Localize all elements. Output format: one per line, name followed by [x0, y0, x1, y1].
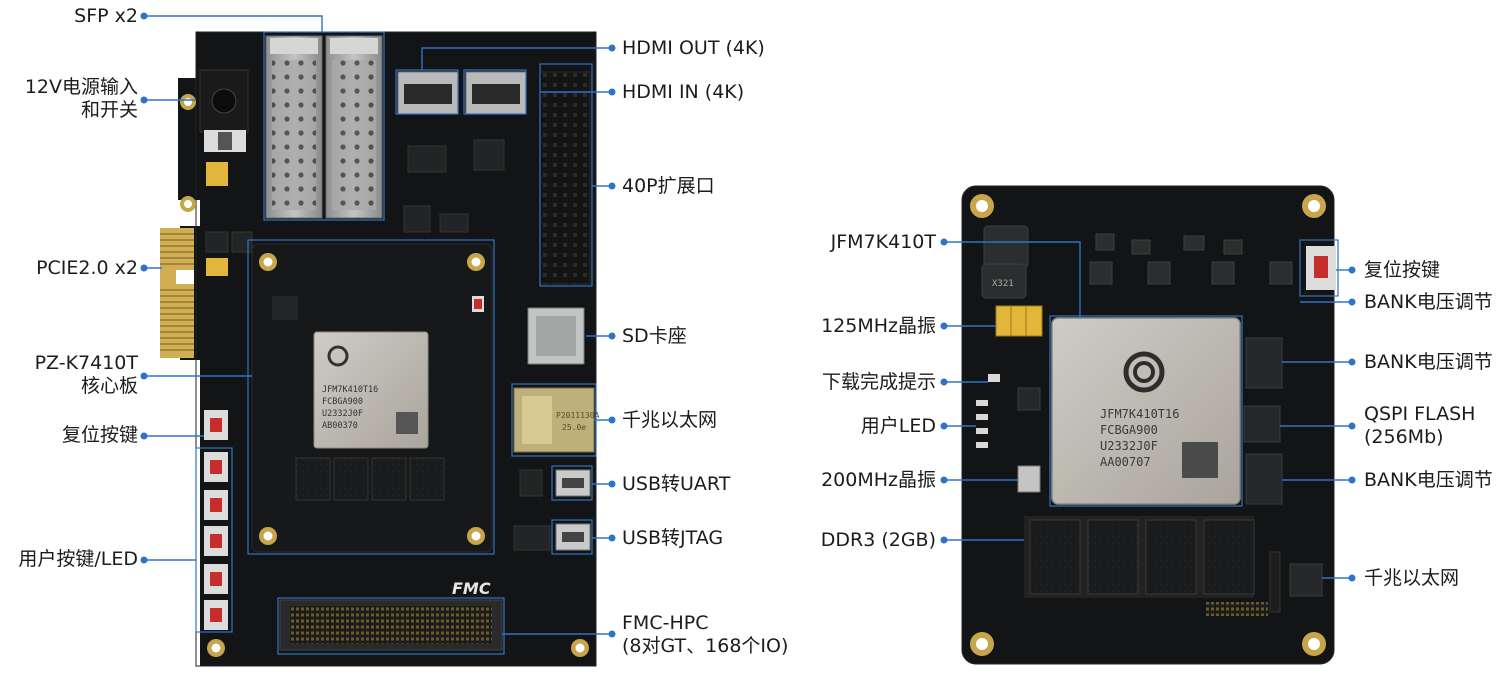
mini-chip-line2: FCBGA900 — [322, 397, 363, 407]
label-sd: SD卡座 — [622, 325, 687, 347]
label-hdmi-in: HDMI IN (4K) — [622, 81, 745, 103]
label-ddr3: DDR3 (2GB) — [820, 529, 936, 551]
callout-lines — [144, 15, 1352, 635]
label-qspi: QSPI FLASH (256Mb) — [1364, 403, 1475, 449]
core-chip-line2: FCBGA900 — [1100, 423, 1158, 437]
label-bank1: BANK电压调节 — [1364, 291, 1493, 313]
label-usb-uart: USB转UART — [622, 473, 731, 495]
label-power: 12V电源输入 和开关 — [25, 76, 138, 122]
core-chip-line4: AA00707 — [1100, 455, 1151, 469]
label-carrier-reset: 复位按键 — [61, 424, 138, 446]
label-fmc-line2: (8对GT、168个IO) — [622, 635, 789, 657]
label-user-keys: 用户按键/LED — [18, 548, 138, 570]
label-osc200: 200MHz晶振 — [821, 469, 936, 491]
carrier-ics — [205, 139, 551, 551]
label-core-line1: PZ-K7410T — [34, 352, 138, 374]
label-carrier-ethernet: 千兆以太网 — [622, 409, 718, 431]
core-power-parts — [981, 225, 1293, 299]
mini-chip-line3: U2332J0F — [322, 409, 363, 419]
label-pcie: PCIE2.0 x2 — [36, 257, 138, 279]
label-qspi-line2: (256Mb) — [1364, 426, 1444, 448]
callout-boxes — [195, 31, 1339, 655]
label-done-led: 下载完成提示 — [821, 371, 936, 393]
inductor-silk: X321 — [992, 279, 1014, 289]
label-core-reset: 复位按键 — [1364, 259, 1441, 281]
eth-silk-2: 25.0e — [562, 423, 586, 432]
core-ddr3 — [1024, 516, 1255, 598]
core-chip-line1: JFM7K410T16 — [1100, 407, 1179, 421]
label-bank2: BANK电压调节 — [1364, 351, 1493, 373]
osc-200mhz — [1017, 465, 1041, 493]
fmc-logo: FMC — [452, 579, 491, 598]
label-usb-jtag: USB转JTAG — [622, 527, 724, 549]
label-core-module: PZ-K7410T 核心板 — [35, 352, 138, 398]
core-user-leds — [976, 374, 1000, 448]
hdmi-connectors — [397, 71, 527, 115]
fmc-connector: FMC — [279, 579, 503, 651]
label-core-line2: 核心板 — [80, 375, 138, 397]
label-power-line1: 12V电源输入 — [24, 76, 138, 98]
osc-125mhz — [995, 305, 1043, 337]
callout-dots — [140, 12, 1356, 638]
mini-chip-line4: AB00370 — [322, 421, 358, 431]
label-fpga: JFM7K410T — [830, 231, 936, 253]
sfp-cages — [265, 35, 383, 219]
label-fmc-line1: FMC-HPC — [622, 612, 709, 634]
pcie-fingers — [160, 228, 194, 358]
label-ext40p: 40P扩展口 — [622, 175, 715, 197]
mini-chip-line1: JFM7K410T16 — [322, 385, 378, 395]
power-jack — [199, 69, 249, 186]
label-core-ethernet: 千兆以太网 — [1364, 567, 1460, 589]
core-fpga: JFM7K410T16 FCBGA900 U2332J0F AA00707 — [1051, 317, 1241, 505]
label-user-led: 用户LED — [860, 415, 936, 437]
label-qspi-line1: QSPI FLASH — [1364, 403, 1476, 425]
label-sfp: SFP x2 — [74, 5, 138, 27]
core-chip-line3: U2332J0F — [1100, 439, 1158, 453]
core-board: X321 JFM7K410T16 FCBGA900 U2332J0F AA007… — [961, 185, 1336, 665]
label-bank3: BANK电压调节 — [1364, 469, 1493, 491]
core-module-mini: JFM7K410T16 FCBGA900 U2332J0F AB00370 — [251, 243, 493, 553]
label-hdmi-out: HDMI OUT (4K) — [622, 37, 765, 59]
label-power-line2: 和开关 — [80, 99, 138, 121]
rj45-jack: P2011130A 25.0e — [513, 387, 600, 453]
core-side-ics — [1017, 337, 1323, 597]
label-fmc: FMC-HPC (8对GT、168个IO) — [622, 612, 788, 658]
label-osc125: 125MHz晶振 — [821, 315, 936, 337]
carrier-board: P2011130A 25.0e JFM7K410T16 F — [160, 31, 600, 667]
eth-silk-1: P2011130A — [556, 411, 600, 420]
carrier-buttons — [204, 410, 228, 630]
header-40p — [539, 71, 591, 285]
